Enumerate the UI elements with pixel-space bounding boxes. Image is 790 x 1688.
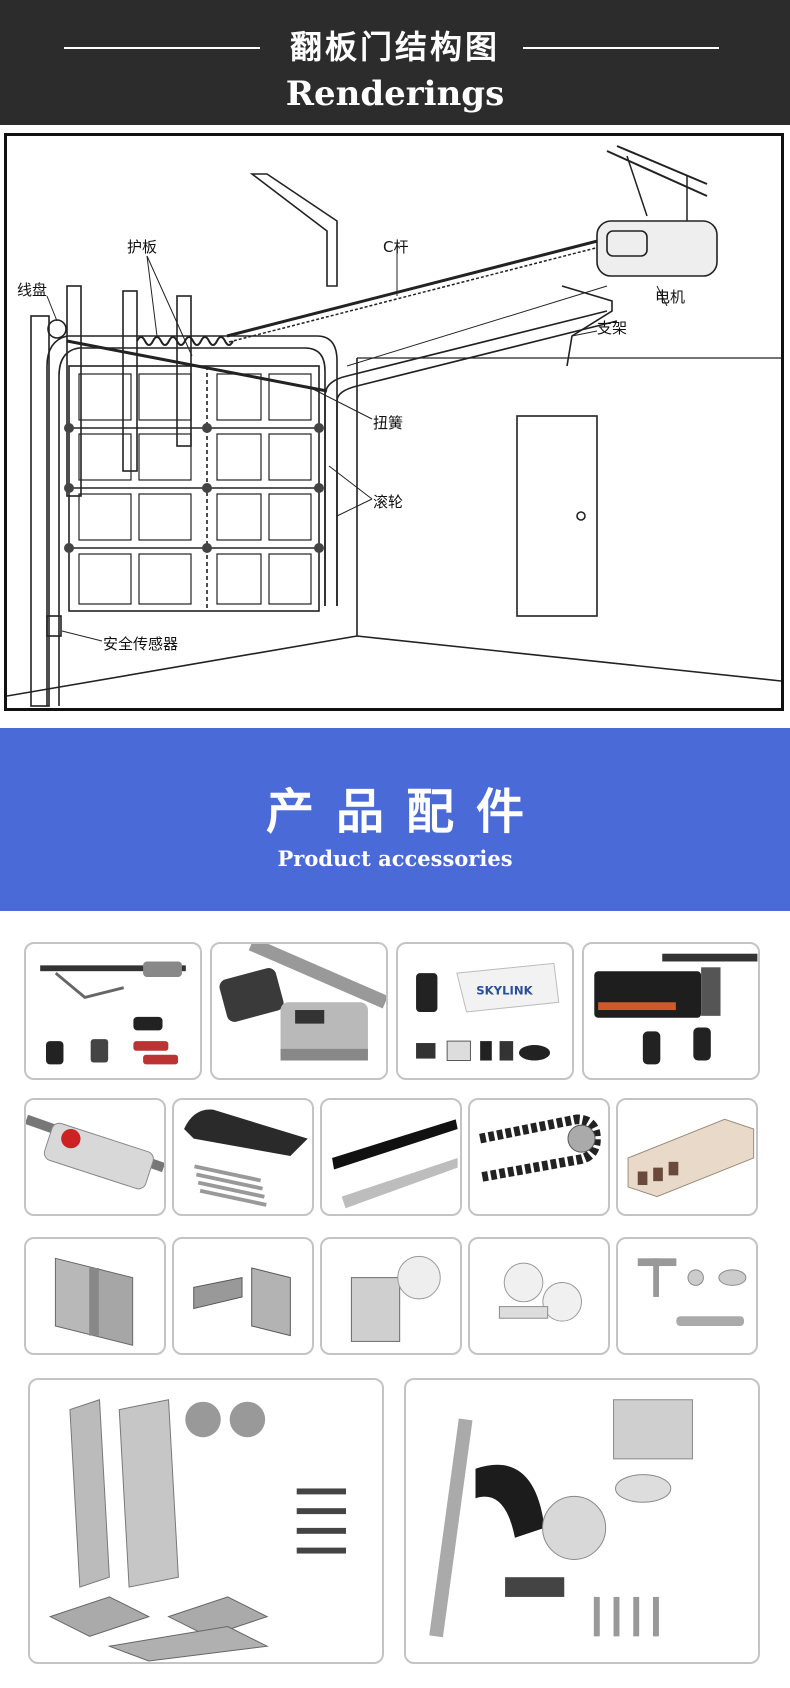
- product-lock-handle[interactable]: [616, 1237, 758, 1355]
- section-banner: 产品配件 Product accessories: [0, 728, 790, 911]
- product-bracket[interactable]: [172, 1237, 314, 1355]
- seal-strip-image: [332, 1119, 458, 1209]
- product-aluminum-profile[interactable]: [616, 1098, 758, 1216]
- label-hu-ban: 护板: [127, 238, 158, 256]
- label-gun-lun: 滚轮: [373, 493, 404, 511]
- product-opener-hardware-kit[interactable]: [404, 1378, 760, 1664]
- label-sensor: 安全传感器: [103, 635, 179, 653]
- roller-bracket-image: [350, 1255, 441, 1342]
- bracket-image: [193, 1267, 291, 1337]
- label-xian-pan: 线盘: [17, 281, 48, 299]
- header-title-cn: 翻板门结构图: [289, 28, 500, 66]
- page-header: 翻板门结构图 Renderings: [0, 0, 790, 125]
- opener-hardware-kit-image: [429, 1399, 693, 1638]
- product-chain-opener[interactable]: [582, 942, 760, 1080]
- chain-opener-image: [594, 953, 758, 1065]
- diagram-drawing: [7, 145, 781, 707]
- drive-belt-image: [479, 1114, 601, 1183]
- section-title-en: Product accessories: [277, 846, 513, 871]
- aluminum-profile-image: [627, 1118, 755, 1198]
- product-drive-belt[interactable]: [468, 1098, 610, 1216]
- product-opener-motor-unit[interactable]: [210, 942, 388, 1080]
- opener-rail-image: [26, 1114, 164, 1190]
- bottom-seal-image: [184, 1109, 308, 1207]
- label-niu-huang: 扭簧: [373, 414, 404, 432]
- header-title-en: Renderings: [285, 74, 505, 114]
- garage-door-structure-diagram: 护板 线盘 C杆 电机 支架 扭簧 滚轮 安全传感器: [4, 133, 784, 711]
- rollers-image: [498, 1262, 582, 1322]
- product-opener-kit[interactable]: [24, 942, 202, 1080]
- label-dian-ji: 电机: [655, 288, 686, 306]
- product-rollers[interactable]: [468, 1237, 610, 1355]
- lock-handle-image: [637, 1258, 747, 1326]
- header-rule-left: [64, 47, 260, 49]
- product-hardware-kit[interactable]: [28, 1378, 384, 1664]
- skylink-opener-image: SKYLINK: [416, 962, 560, 1062]
- svg-text:SKYLINK: SKYLINK: [476, 983, 533, 997]
- product-hinge[interactable]: [24, 1237, 166, 1355]
- product-opener-rail[interactable]: [24, 1098, 166, 1216]
- label-zhi-jia: 支架: [597, 319, 628, 337]
- product-seal-strip[interactable]: [320, 1098, 462, 1216]
- header-rule-right: [523, 47, 719, 49]
- product-skylink-opener[interactable]: SKYLINK: [396, 942, 574, 1080]
- product-roller-bracket[interactable]: [320, 1237, 462, 1355]
- section-title-cn: 产品配件: [265, 784, 546, 840]
- hinge-image: [54, 1257, 134, 1346]
- label-c-gan: C杆: [383, 238, 409, 256]
- hardware-kit-image: [48, 1399, 347, 1662]
- opener-kit-image: [40, 961, 186, 1065]
- product-bottom-seal[interactable]: [172, 1098, 314, 1216]
- opener-motor-unit-image: [219, 944, 386, 1061]
